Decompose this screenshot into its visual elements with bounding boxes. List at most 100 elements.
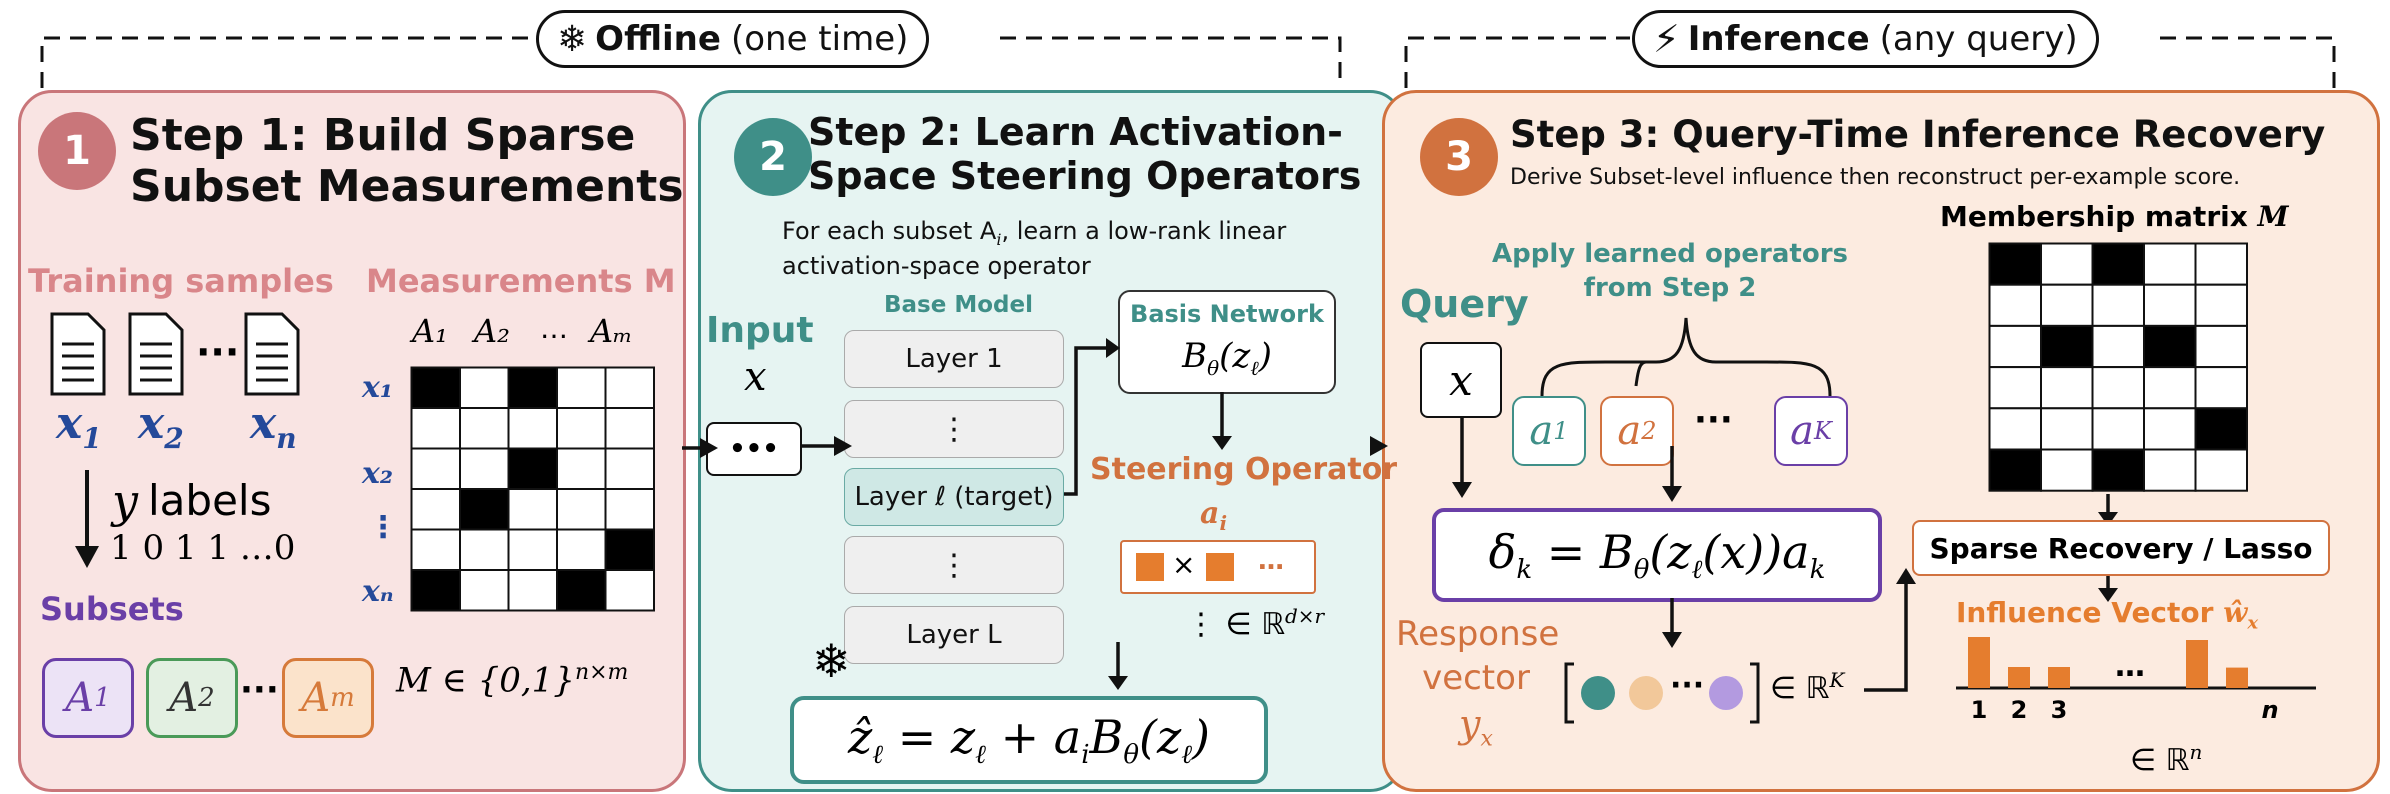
inference-title: Inference — [1687, 19, 1870, 59]
basis-arg: (z — [1219, 336, 1251, 376]
influence-bar-dots: … — [2115, 649, 2145, 684]
membership-formula-sup: n×m — [574, 660, 629, 685]
document-icons — [50, 312, 300, 396]
matrix-cell — [604, 366, 655, 409]
influence-bar-label: n — [2261, 696, 2278, 724]
matrix-cell — [1988, 366, 2042, 410]
matrix-cell — [2091, 407, 2145, 451]
update-equation: ẑℓ = zℓ + aiBθ(zℓ) — [848, 709, 1210, 771]
matrix-cell — [2143, 366, 2197, 410]
response-dots: ··· — [1670, 668, 1705, 703]
measurement-matrix — [410, 366, 655, 612]
matrix1-row-x2: x₂ — [362, 456, 394, 491]
influence-space: ∈ ℝn — [2130, 740, 2202, 778]
step2-title-line2: Space Steering Operators — [808, 154, 1362, 199]
subset-am-var: A — [301, 675, 331, 721]
matrix-cell — [2091, 324, 2145, 369]
operator-a2-sub: 2 — [1641, 417, 1657, 445]
offline-title: Offline — [595, 19, 721, 59]
label-values: 1 0 1 1 …0 — [110, 528, 296, 568]
influence-bar-label: 2 — [2011, 696, 2028, 724]
matrix-cell — [556, 488, 607, 531]
measurements-label: Measurements M — [366, 262, 676, 300]
layer-target: Layer ℓ (target) — [844, 468, 1064, 526]
matrix-cell — [2143, 407, 2197, 451]
influence-bar — [2008, 667, 2030, 688]
matrix-cell — [2091, 366, 2145, 410]
basis-b: B — [1182, 336, 1208, 376]
sample-x1-sub: 1 — [82, 421, 102, 455]
labels-word: labels — [148, 476, 272, 525]
operator-square-1 — [1136, 553, 1164, 581]
matrix-cell — [1988, 407, 2042, 451]
layer-dots-2: ⋮ — [844, 536, 1064, 594]
influence-space-sup: n — [2189, 740, 2203, 764]
membership-label-var: M — [2257, 200, 2289, 233]
matrix-cell — [556, 366, 607, 409]
offline-banner: ❄ Offline (one time) — [536, 10, 930, 68]
layer-dots-1: ⋮ — [844, 400, 1064, 458]
input-dots: ••• — [729, 434, 779, 464]
matrix-cell — [2040, 242, 2094, 286]
response-dot-teal — [1581, 676, 1615, 710]
sample-x1-var: x — [56, 398, 83, 449]
steering-a: a — [1200, 496, 1220, 531]
influence-space-text: ∈ ℝ — [2130, 743, 2190, 778]
response-var: yx — [1396, 700, 1556, 754]
lightning-icon: ⚡ — [1653, 17, 1680, 61]
matrix-cell — [2091, 283, 2145, 327]
step1-title: Step 1: Build Sparse Subset Measurements — [130, 110, 684, 212]
operator-a1-sub: 1 — [1553, 417, 1569, 445]
operator-dots: … — [1258, 546, 1284, 576]
matrix-cell — [604, 488, 655, 531]
sample-xn-var: x — [250, 398, 277, 449]
step1-title-line1: Step 1: Build Sparse — [130, 110, 636, 161]
inference-subtitle: (any query) — [1879, 19, 2078, 59]
document-icon — [50, 312, 106, 396]
membership-matrix — [1988, 242, 2248, 492]
sample-x2: x2 — [138, 398, 184, 455]
apply-line2: from Step 2 — [1583, 272, 1757, 303]
input-variable: x — [744, 354, 767, 400]
matrix-cell — [556, 528, 607, 571]
delta-equation-box: δk = Bθ(zℓ(x))ak — [1432, 508, 1882, 602]
response-vector — [1564, 662, 1760, 724]
basis-network-title: Basis Network — [1130, 300, 1324, 328]
matrix-cell — [507, 488, 558, 531]
influence-bar — [2048, 667, 2070, 688]
query-variable: x — [1449, 355, 1473, 405]
matrix-cell — [1988, 283, 2042, 327]
matrix-cell — [2194, 283, 2248, 327]
steering-a-sub: i — [1219, 511, 1228, 535]
sample-x1: x1 — [56, 398, 102, 455]
delta-equation: δk = Bθ(zℓ(x))ak — [1488, 524, 1826, 586]
step2-desc-line2: activation-space operator — [782, 251, 1091, 280]
matrix-cell — [2194, 448, 2248, 492]
y-variable: y — [112, 474, 138, 528]
basis-network-formula: Bθ(zℓ) — [1182, 336, 1272, 380]
snowflake-icon: ❄ — [557, 18, 588, 60]
response-dot-purple — [1709, 676, 1743, 710]
subset-dots: ··· — [240, 670, 279, 710]
matrix-cell — [2091, 242, 2145, 286]
matrix-cell — [2143, 324, 2197, 369]
subset-a2-var: A — [169, 675, 199, 721]
matrix-cell — [2040, 366, 2094, 410]
subset-a1-var: A — [65, 675, 95, 721]
sample-x2-var: x — [138, 398, 165, 449]
matrix-cell — [2040, 283, 2094, 327]
response-space-text: ∈ ℝ — [1770, 671, 1830, 706]
matrix-cell — [2040, 407, 2094, 451]
matrix-cell — [2091, 448, 2145, 492]
influence-w: ŵ — [2223, 596, 2248, 629]
matrix1-row-dots: ⋮ — [368, 510, 398, 545]
input-label: Input — [706, 310, 814, 351]
influence-label-text: Influence Vector — [1956, 596, 2214, 629]
